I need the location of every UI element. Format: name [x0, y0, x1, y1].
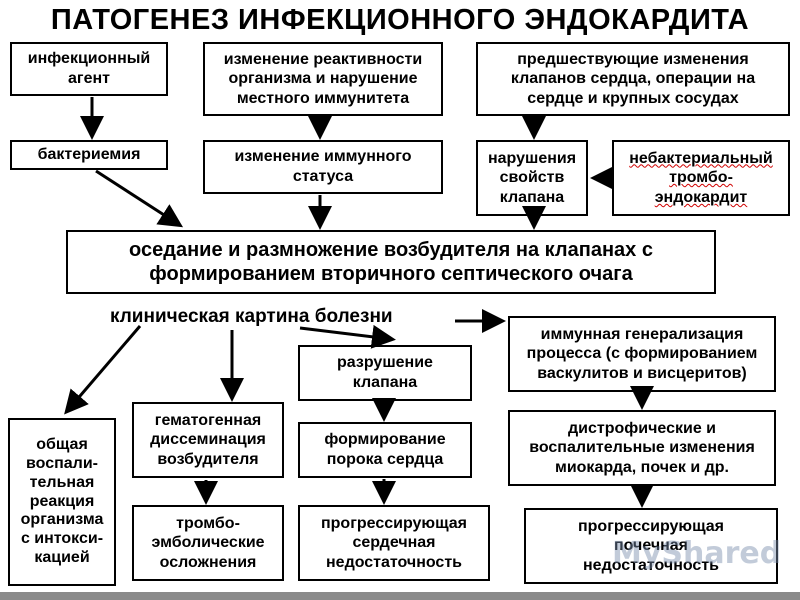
box-settling-reproduction-text: оседание и размножение возбудителя на кл… — [129, 238, 653, 285]
box-thromboembolic-complications: тромбо- эмболические осложнения — [132, 505, 284, 581]
box-reactivity-change: изменение реактивности организма и наруш… — [203, 42, 443, 116]
box-immune-status: изменение иммунного статуса — [203, 140, 443, 194]
box-heart-failure-text: прогрессирующая сердечная недостаточност… — [320, 514, 468, 571]
box-bacteremia-text: бактериемия — [37, 146, 141, 164]
watermark-logo: MyShared — [612, 536, 782, 571]
box-nonbacterial-endocarditis: небактериальный тромбо- эндокардит — [612, 140, 790, 216]
box-prior-valve-changes-text: предшествующие изменения клапанов сердца… — [510, 50, 756, 107]
box-hematogenous-dissemination: гематогенная диссеминация возбудителя — [132, 402, 284, 478]
box-heart-defect-text: формирование порока сердца — [324, 431, 446, 468]
box-general-inflammatory-reaction-text: общая воспали- тельная реакция организма… — [20, 435, 104, 567]
box-thromboembolic-complications-text: тромбо- эмболические осложнения — [151, 514, 265, 571]
box-valve-destruction-text: разрушение клапана — [337, 354, 433, 391]
arrow-bacteremia-to-settling — [95, 169, 184, 228]
box-immune-status-text: изменение иммунного статуса — [234, 148, 412, 185]
box-bacteremia: бактериемия — [10, 140, 168, 170]
box-prior-valve-changes: предшествующие изменения клапанов сердца… — [476, 42, 790, 116]
box-hematogenous-dissemination-text: гематогенная диссеминация возбудителя — [150, 411, 266, 468]
box-infectious-agent-text: инфекционный агент — [27, 50, 151, 87]
box-immune-generalization-text: иммунная генерализация процесса (с форми… — [526, 325, 758, 382]
nonbacterial-line-2: тромбо- — [669, 169, 733, 187]
box-renal-failure: прогрессирующая почечная недостаточность — [524, 508, 778, 584]
box-heart-defect: формирование порока сердца — [298, 422, 472, 478]
nonbacterial-line-3: эндокардит — [654, 188, 748, 206]
bottom-bar — [0, 592, 800, 600]
box-dystrophic-changes: дистрофические и воспалительные изменени… — [508, 410, 776, 486]
clinical-picture-label: клиническая картина болезни — [110, 306, 393, 327]
page-title: ПАТОГЕНЕЗ ИНФЕКЦИОННОГО ЭНДОКАРДИТА — [50, 4, 750, 36]
box-settling-reproduction: оседание и размножение возбудителя на кл… — [66, 230, 716, 294]
box-immune-generalization: иммунная генерализация процесса (с форми… — [508, 316, 776, 392]
box-general-inflammatory-reaction: общая воспали- тельная реакция организма… — [8, 418, 116, 586]
box-infectious-agent: инфекционный агент — [10, 42, 168, 96]
arrow-clinical-to-valve-destruction — [299, 324, 396, 349]
box-heart-failure: прогрессирующая сердечная недостаточност… — [298, 505, 490, 581]
box-valve-disorders-text: нарушения свойств клапана — [487, 149, 577, 206]
arrow-clinical-to-inflammatory — [64, 325, 142, 415]
box-dystrophic-changes-text: дистрофические и воспалительные изменени… — [529, 419, 755, 476]
box-renal-failure-text: прогрессирующая почечная недостаточность — [577, 517, 725, 574]
nonbacterial-line-1: небактериальный — [629, 149, 773, 167]
box-reactivity-change-text: изменение реактивности организма и наруш… — [223, 50, 423, 107]
